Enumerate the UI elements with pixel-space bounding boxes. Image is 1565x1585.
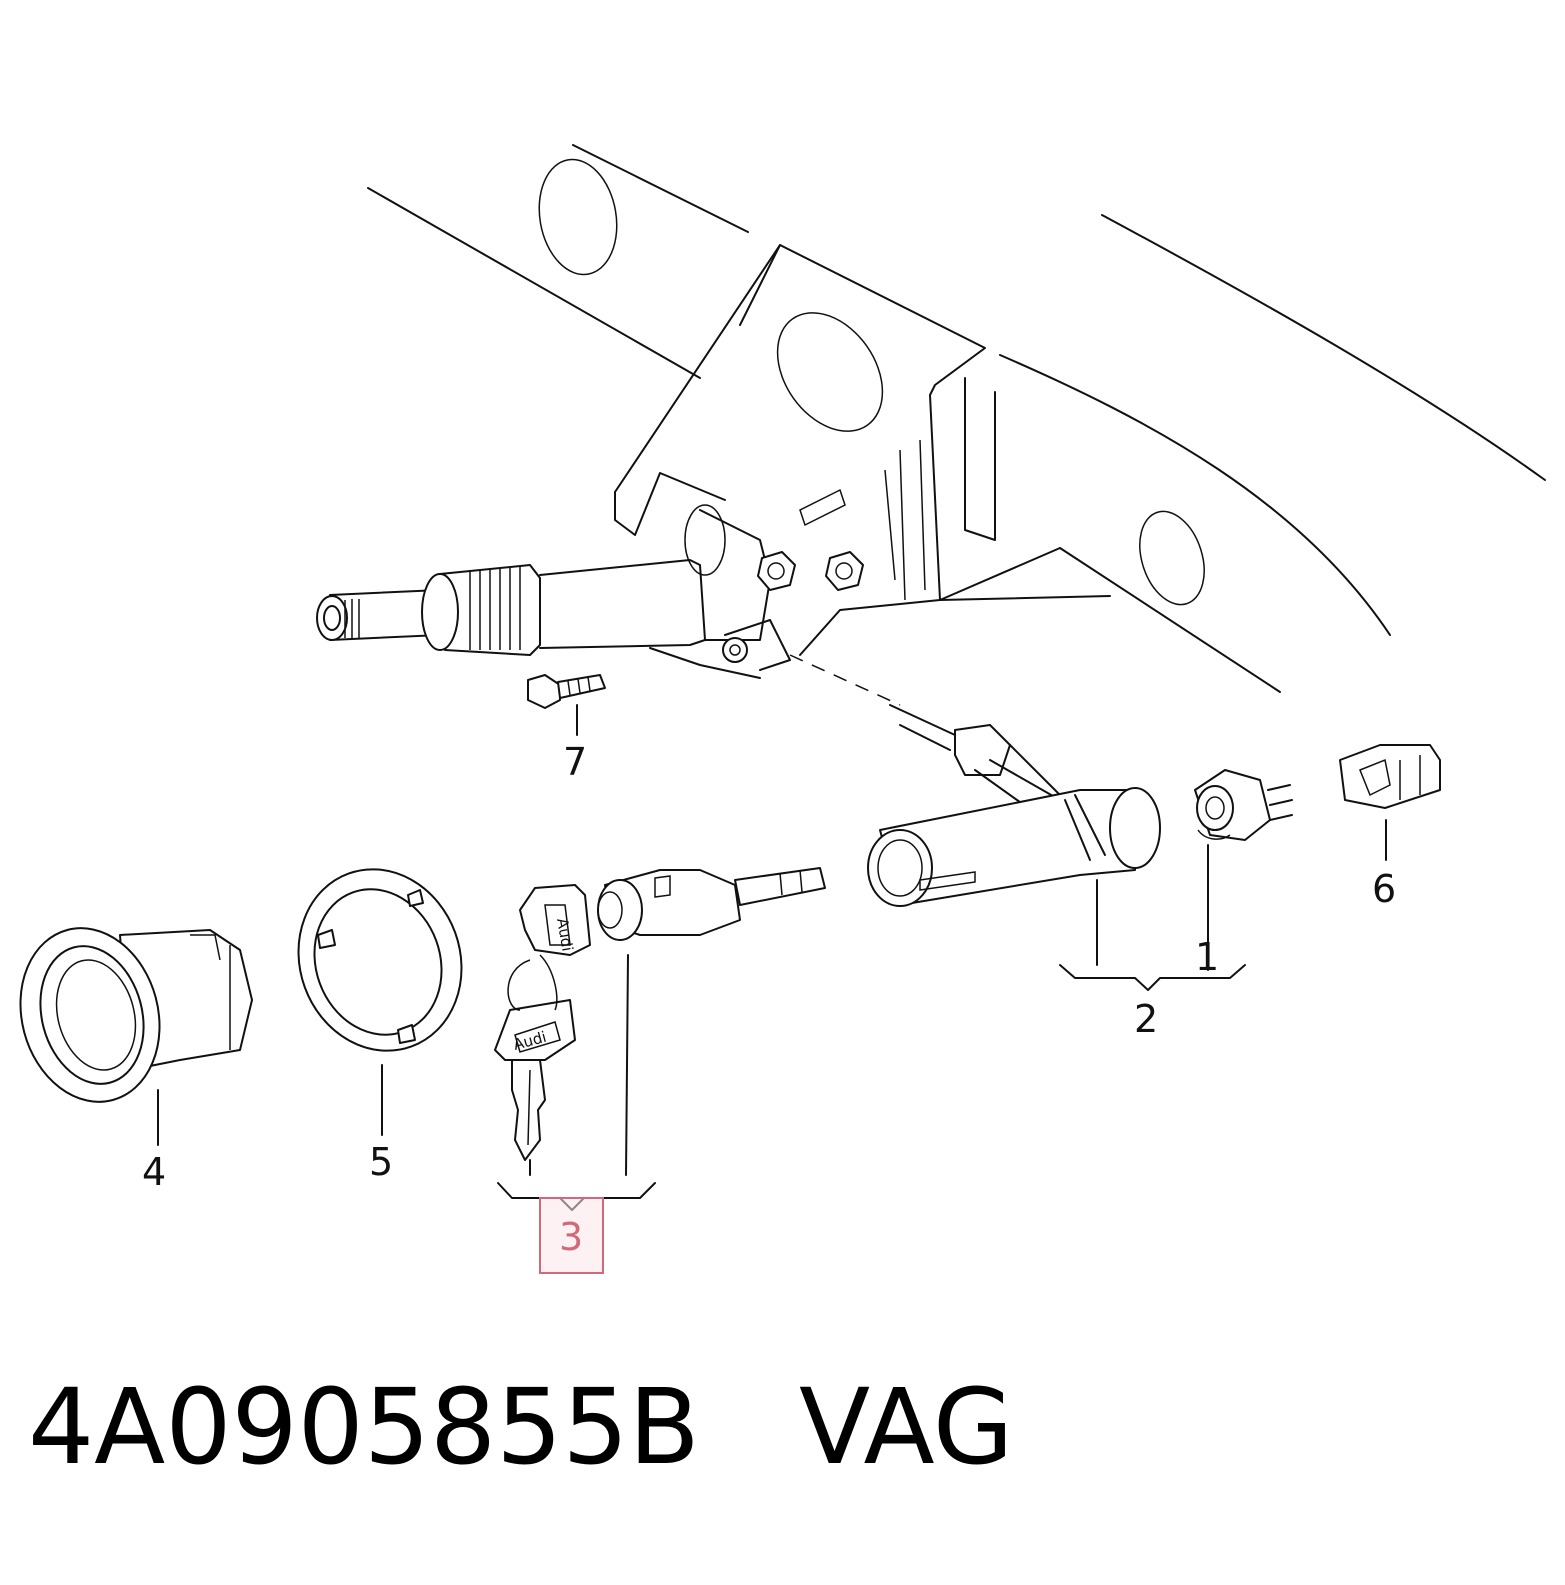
part-number-caption: 4A0905855B VAG bbox=[28, 1366, 1014, 1488]
key-lower: Audi bbox=[494, 999, 576, 1161]
ignition-switch-part bbox=[1194, 769, 1293, 841]
shear-bolt-part bbox=[527, 674, 606, 736]
connector-part bbox=[1339, 744, 1441, 861]
callout-4: 4 bbox=[142, 1150, 166, 1194]
trim-bezel-part bbox=[19, 927, 253, 1103]
leader-lines bbox=[157, 844, 1209, 1176]
lock-housing-part bbox=[867, 704, 1161, 907]
assembly-axis-line bbox=[789, 654, 901, 706]
callout-7: 7 bbox=[563, 740, 587, 784]
nut-right bbox=[825, 551, 864, 591]
retaining-ring-part bbox=[297, 868, 463, 1052]
callout-1: 1 bbox=[1195, 935, 1219, 979]
lock-cylinder-part bbox=[597, 867, 826, 941]
bracket bbox=[614, 244, 1111, 679]
key-ring bbox=[507, 954, 558, 1011]
callout-5: 5 bbox=[369, 1140, 393, 1184]
callout-2: 2 bbox=[1134, 997, 1158, 1041]
callout-6: 6 bbox=[1372, 867, 1396, 911]
group-bracket-2 bbox=[1059, 964, 1246, 991]
steering-column bbox=[316, 504, 791, 671]
nut-left bbox=[757, 551, 796, 591]
svg-text:Audi: Audi bbox=[553, 917, 577, 953]
dashboard-outline bbox=[367, 144, 1546, 693]
highlight-box bbox=[539, 1197, 604, 1274]
callout-3: 3 bbox=[559, 1215, 583, 1259]
key-upper: Audi bbox=[519, 884, 591, 956]
